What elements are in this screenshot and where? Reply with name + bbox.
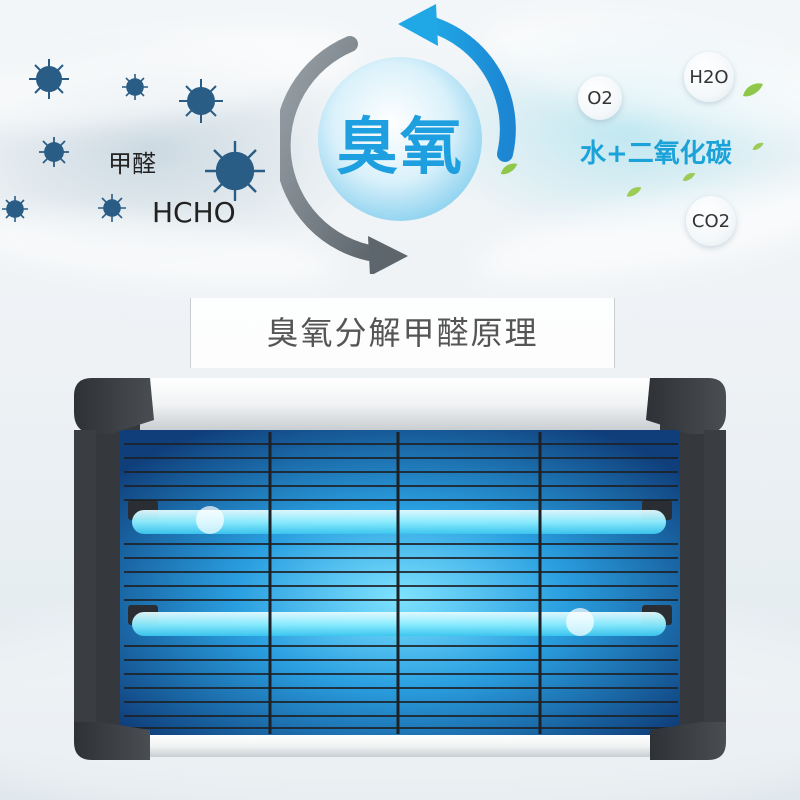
device-right-foot — [650, 720, 726, 760]
uv-ozone-lamp-device — [74, 378, 726, 760]
germ-icon — [205, 141, 265, 201]
device-right-side — [704, 430, 726, 722]
germ-icon — [122, 74, 148, 100]
ozone-center-label: 臭氧 — [335, 110, 464, 183]
molecule-h2o: H2O — [684, 52, 734, 102]
cycle-arrow-head-icon — [368, 236, 408, 274]
germ-icon — [2, 196, 28, 222]
ozone-bubble — [318, 57, 482, 221]
germ-icon — [98, 194, 126, 222]
leaf-icon — [500, 163, 518, 175]
leaf-icon — [752, 142, 764, 150]
tube-glint — [566, 608, 594, 636]
uv-chamber — [120, 430, 680, 735]
germ-icon — [179, 79, 223, 123]
molecule-co2: CO2 — [686, 196, 736, 246]
formaldehyde-cn-label: 甲醛 — [108, 150, 156, 178]
cycle-arrow-icon — [422, 16, 516, 162]
leaf-icon — [626, 187, 642, 197]
protective-grille — [124, 443, 678, 729]
device-right-end-cap — [646, 378, 726, 434]
germ-icon — [39, 137, 69, 167]
cycle-arrow-head-icon — [398, 4, 438, 46]
leaf-icon — [743, 83, 763, 97]
right-air-streak — [475, 0, 800, 153]
cycle-arrow-icon — [280, 36, 383, 262]
ozone-cycle-arrows — [280, 4, 516, 274]
device-bottom-rail — [140, 735, 660, 757]
germ-icon — [29, 59, 69, 99]
tube-glint — [196, 506, 224, 534]
molecule-o2: O2 — [578, 76, 622, 120]
device-left-foot — [74, 720, 150, 760]
device-left-side — [74, 430, 96, 722]
leaf-icon — [682, 172, 696, 181]
formaldehyde-formula-label: HCHO — [152, 196, 236, 229]
device-top-rail — [140, 378, 660, 430]
device-left-end-cap — [74, 378, 154, 434]
principle-title: 臭氧分解甲醛原理 — [190, 298, 615, 368]
grille-vertical-bars — [268, 432, 542, 734]
water-co2-label: 水+二氧化碳 — [580, 139, 732, 169]
